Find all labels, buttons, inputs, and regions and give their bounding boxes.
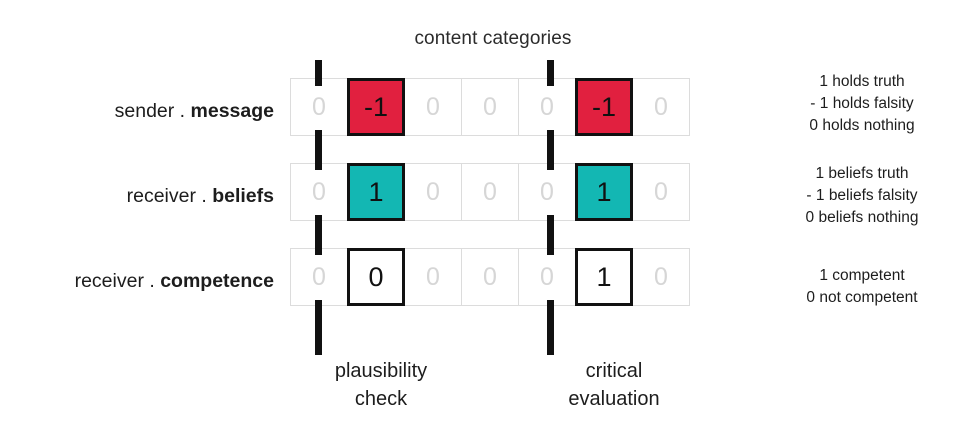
grid-cell-highlighted: 0 <box>347 248 405 306</box>
grid-cell: 0 <box>290 163 348 221</box>
grid-cell: 0 <box>404 163 462 221</box>
legend-line: 1 beliefs truth <box>815 165 909 182</box>
row-label-prefix: receiver . <box>74 270 161 292</box>
caption-line-1: critical <box>585 360 643 382</box>
grid-cell: 0 <box>461 78 519 136</box>
grid-cell-highlighted: 1 <box>347 163 405 221</box>
legend-line: 0 holds nothing <box>809 117 915 134</box>
row-label-receiver-competence: receiver . competence <box>14 270 274 293</box>
grid-cell: 0 <box>290 248 348 306</box>
caption-line-2: evaluation <box>568 387 660 410</box>
row-label-prefix: sender . <box>114 100 191 122</box>
legend-line: 1 holds truth <box>819 73 905 90</box>
row-label-emphasis: beliefs <box>212 185 274 207</box>
grid-cell: 0 <box>632 163 690 221</box>
connector-bar-critical-mid1 <box>547 130 554 170</box>
caption-line-2: check <box>354 387 408 410</box>
grid-cell-highlighted: 1 <box>575 248 633 306</box>
row-label-emphasis: competence <box>160 270 274 292</box>
grid-cell: 0 <box>518 248 576 306</box>
grid-cell: 0 <box>632 78 690 136</box>
grid-cell: 0 <box>404 248 462 306</box>
grid-cell: 0 <box>518 78 576 136</box>
connector-bar-critical-bottom <box>547 300 554 355</box>
connector-bar-plausibility-top <box>315 60 322 86</box>
legend-beliefs: 1 beliefs truth - 1 beliefs falsity 0 beli… <box>762 163 962 229</box>
legend-line: 0 not competent <box>806 289 918 306</box>
grid-cell: 0 <box>518 163 576 221</box>
row-label-prefix: receiver . <box>126 185 213 207</box>
legend-line: 0 beliefs nothing <box>805 209 919 226</box>
grid-cell-highlighted: 1 <box>575 163 633 221</box>
diagram-title: content categories <box>414 28 572 49</box>
connector-bar-plausibility-mid1 <box>315 130 322 170</box>
legend-message: 1 holds truth - 1 holds falsity 0 holds no… <box>762 71 962 137</box>
grid-cell: 0 <box>632 248 690 306</box>
grid-cell: 0 <box>290 78 348 136</box>
connector-bar-plausibility-bottom <box>315 300 322 355</box>
caption-line-1: plausibility <box>334 360 428 382</box>
grid-cell: 0 <box>461 163 519 221</box>
row-label-emphasis: message <box>190 100 274 122</box>
connector-bar-critical-mid2 <box>547 215 554 255</box>
row-label-sender-message: sender . message <box>14 100 274 123</box>
connector-bar-plausibility-mid2 <box>315 215 322 255</box>
row-label-receiver-beliefs: receiver . beliefs <box>14 185 274 208</box>
caption-plausibility-check: plausibility check <box>281 358 481 413</box>
legend-line: - 1 holds falsity <box>810 95 914 112</box>
legend-line: - 1 beliefs falsity <box>806 187 918 204</box>
grid-cell-highlighted: -1 <box>347 78 405 136</box>
grid-cell-highlighted: -1 <box>575 78 633 136</box>
grid-cell: 0 <box>461 248 519 306</box>
grid-cell: 0 <box>404 78 462 136</box>
legend-competence: 1 competent 0 not competent <box>762 265 962 309</box>
connector-bar-critical-top <box>547 60 554 86</box>
caption-critical-evaluation: critical evaluation <box>514 358 714 413</box>
legend-line: 1 competent <box>819 267 905 284</box>
